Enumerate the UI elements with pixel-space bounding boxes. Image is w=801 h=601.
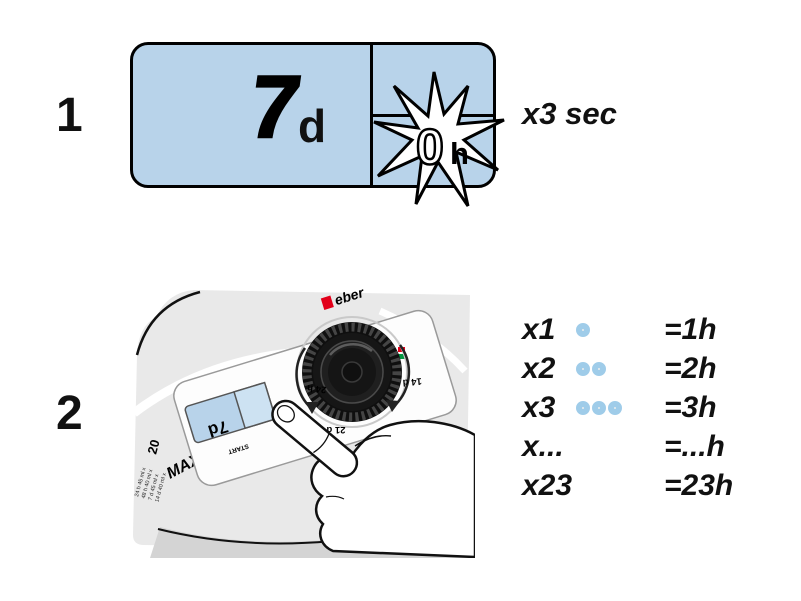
button-press-dot-icon [608,400,622,415]
knob-arrow-left-head [305,402,319,414]
timer-display-value: 7d [206,417,231,441]
lcd-day-digit: 7 [242,56,307,157]
result-label: =23h [664,468,734,502]
hand-fold-line [325,495,345,500]
step-1-number: 1 [56,89,83,142]
button-press-dot-icon [592,361,606,376]
knob-label-14d: 14 d [402,375,422,388]
hand-fold-line [354,435,392,447]
lcd-day-value: 7 [244,57,307,156]
flash-burst-shape [373,71,505,207]
lcd-day-unit: d [298,100,327,152]
knuckle-line [313,433,330,454]
hand-illustration [271,399,475,558]
result-label: =3h [664,390,717,424]
rotary-knob [296,316,408,428]
knob-label-24h: 24 h [307,382,327,395]
fingernail [276,404,295,423]
press-count-label: x23 [522,468,573,502]
legend-row: x3 =3h [522,388,782,427]
lid-edge-line [135,290,201,356]
size-label: 20 [144,438,162,456]
result-label: =...h [664,429,725,463]
press-count-label: x... [522,429,564,463]
flash-hour-unit: h [450,136,469,171]
start-button [233,381,277,430]
flash-burst: 0 h [373,71,505,207]
press-dots [576,361,664,376]
device-illustration: 20 24 h 45 ml x 48 h 40 ml x 7 d 45 ml x… [131,284,475,558]
press-dots [576,322,664,337]
legend-row: x... =...h [522,427,782,466]
index-finger [271,399,359,478]
knob-label-21d: 21 d [326,424,345,435]
press-dots [576,400,664,415]
hold-duration-label: x3 sec [522,96,617,131]
button-press-dot-icon [576,322,590,337]
timer-display: 7d [184,381,277,444]
result-label: =2h [664,351,717,385]
button-press-dot-icon [576,361,590,376]
flash-hour-value: 0 [416,119,444,175]
legend-row: x23 =23h [522,466,782,505]
knob-arrow-right-head [386,400,400,412]
press-legend: x1 =1h x2 =2h x3 =3h x... =...h x23 =23h [522,310,782,505]
press-count-label: x1 [522,312,556,346]
button-press-dot-icon [592,400,606,415]
press-count-label: x2 [522,351,556,385]
button-press-dot-icon [576,400,590,415]
result-label: =1h [664,312,717,346]
legend-row: x2 =2h [522,349,782,388]
press-count-label: x3 [522,390,556,424]
brand-logo-icon [320,295,334,310]
legend-row: x1 =1h [522,310,782,349]
step-2-number: 2 [56,387,83,440]
